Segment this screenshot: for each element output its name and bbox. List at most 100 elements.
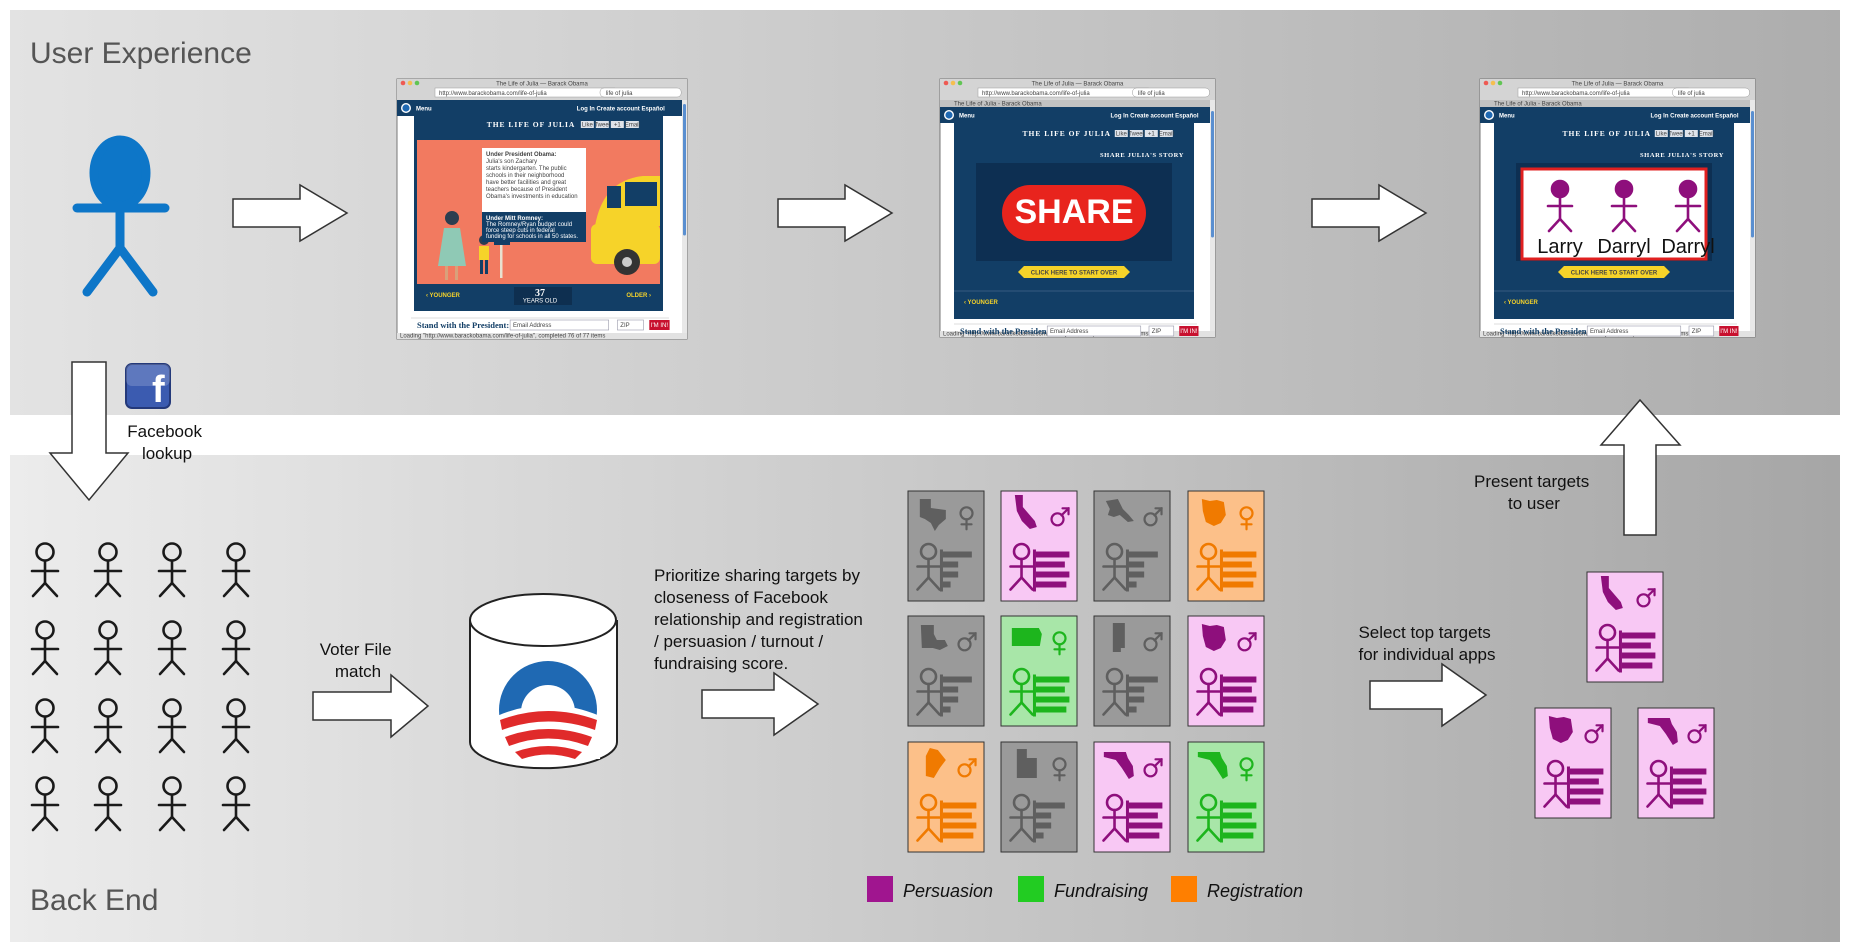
target-card-fundraising [1187,741,1265,853]
state-texas-icon [919,499,946,531]
share-button-label: SHARE [1014,193,1133,231]
score-axis [1219,800,1223,843]
age-box [514,287,572,305]
younger-nav: ‹ YOUNGER [964,300,999,306]
target-card-registration [1187,490,1265,602]
person-stick-figure-icon [1009,542,1034,591]
target-name-label: Darryl [1597,236,1650,258]
score-bar [1222,561,1252,568]
female-symbol-icon [1239,757,1254,782]
score-bar [1672,788,1707,795]
score-bar [1222,812,1252,819]
site-header [940,107,1210,123]
score-axis [1618,630,1622,673]
browser-window-target-picker: The Life of Julia — Barack Obamahttp://w… [1479,78,1756,338]
search-box [599,87,682,98]
romney-policy-text: force steep cuts in federal [486,228,555,234]
score-bar [1569,768,1604,775]
social-share-button [1144,130,1158,137]
arrow-right-icon [701,671,820,737]
site-logo-inner [945,111,953,119]
score-bar [1035,551,1070,558]
score-bar [1128,812,1158,819]
score-axis [1566,766,1570,809]
score-bar [1672,778,1702,785]
person-stick-figure-icon [1196,793,1221,842]
score-bar [1035,822,1052,829]
score-axis [939,674,943,717]
back-end-title: Back End [30,884,158,917]
obama-policy-text: have better facilities and great [486,180,566,186]
state-ohio-icon [1201,499,1226,526]
score-bar [1128,696,1145,703]
zachary-leg [485,260,488,274]
score-bar [1672,768,1707,775]
zip-input [1688,325,1715,337]
window-control-icon [950,80,956,86]
start-over-label: CLICK HERE TO START OVER [1031,271,1118,277]
arrow-right-icon [232,183,349,243]
score-bar [1128,706,1137,713]
male-symbol-icon [1050,507,1070,527]
email-placeholder: Email Address [513,323,551,329]
target-card-persuasion [1187,615,1265,727]
database-cylinder-icon [469,593,618,770]
email-input [509,319,609,331]
search-text: life of julia [1138,91,1165,97]
julia-leg [445,266,448,280]
target-stick-figure-icon [1610,179,1638,233]
browser-tab: The Life of Julia - Barack Obama [954,102,1042,108]
social-share-label: Tweet [1128,132,1144,138]
state-florida-icon [1103,752,1134,779]
obama-policy-text: starts kindergarten. The public [486,166,567,172]
person-stick-figure-icon [1595,623,1620,672]
target-stick-figure-icon [1546,179,1574,233]
share-heading: SHARE JULIA'S STORY [1640,152,1724,159]
score-bar [942,696,959,703]
tab-bar [940,100,1215,107]
nav-menu: Menu [416,107,432,113]
social-share-button [1654,130,1668,137]
start-over-banner [1018,266,1130,278]
site-header [397,100,682,116]
social-share-button [1129,130,1143,137]
score-bar [1035,676,1070,683]
person-stick-figure-icon [1102,793,1127,842]
score-bar [1035,686,1065,693]
arrow-right-icon [1311,183,1428,243]
target-card-persuasion [1586,571,1664,683]
score-bar [1128,822,1163,829]
score-axis [1032,549,1036,592]
legend-label-registration: Registration [1207,881,1303,901]
target-card-persuasion [1534,707,1612,819]
male-symbol-icon [957,758,977,778]
state-pennsylvania-icon [1011,628,1042,646]
score-bar [1128,551,1158,558]
social-share-button [580,121,594,128]
score-bar [1621,662,1653,669]
im-in-button [1719,326,1739,336]
arrow-right-icon [777,183,894,243]
score-axis [1125,549,1129,592]
score-bar [1222,581,1254,588]
female-symbol-icon [959,506,974,531]
obama-text-box [482,148,586,212]
person-stick-figure-icon [1196,542,1221,591]
friend-stick-figure-icon [93,698,123,754]
social-share-button [1699,130,1713,137]
window-title: The Life of Julia — Barack Obama [496,82,588,88]
score-bar [1222,822,1257,829]
window-control-icon [943,80,949,86]
target-card-fundraising [1000,615,1078,727]
male-symbol-icon [1143,632,1163,652]
friend-stick-figure-icon [30,620,60,676]
svg-text:f: f [152,369,165,411]
score-axis [1125,674,1129,717]
score-bar [942,822,977,829]
obama-policy-text: Julia's son Zachary [486,159,537,165]
arrow-up-icon [1599,398,1682,536]
score-bar [1621,652,1656,659]
email-placeholder: Email Address [1050,329,1088,335]
bus-hub [622,257,632,267]
